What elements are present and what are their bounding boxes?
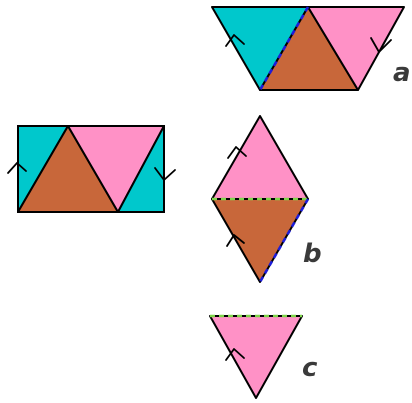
label-c: c xyxy=(302,353,318,383)
rhombus-blue-dashed-edge xyxy=(258,198,310,283)
rhombus-upper-arrow-icon xyxy=(227,146,247,159)
trapezoid-left-arrow-icon xyxy=(225,34,245,47)
rhombus-pink-triangle xyxy=(211,115,309,200)
label-b: b xyxy=(303,239,322,269)
rhombus-brown-triangle xyxy=(211,198,309,283)
triangle-arrow-icon xyxy=(225,348,245,361)
rhombus-lower-arrow-icon xyxy=(226,234,245,247)
rhombus-figure: b xyxy=(211,115,322,283)
rectangle-outline xyxy=(17,125,165,213)
triangle-pink xyxy=(209,315,303,399)
rectangle-figure xyxy=(7,125,176,213)
rectangle-left-arrow-icon xyxy=(7,162,27,174)
trapezoid-pink-triangle xyxy=(307,6,405,91)
triangle-figure: c xyxy=(209,314,318,399)
trapezoid-right-arrow-icon xyxy=(370,37,392,53)
trapezoid-blue-dashed-edge xyxy=(258,6,310,91)
label-a: a xyxy=(393,58,411,88)
rectangle-right-arrow-icon xyxy=(154,167,176,181)
trapezoid-figure: a xyxy=(211,6,411,91)
